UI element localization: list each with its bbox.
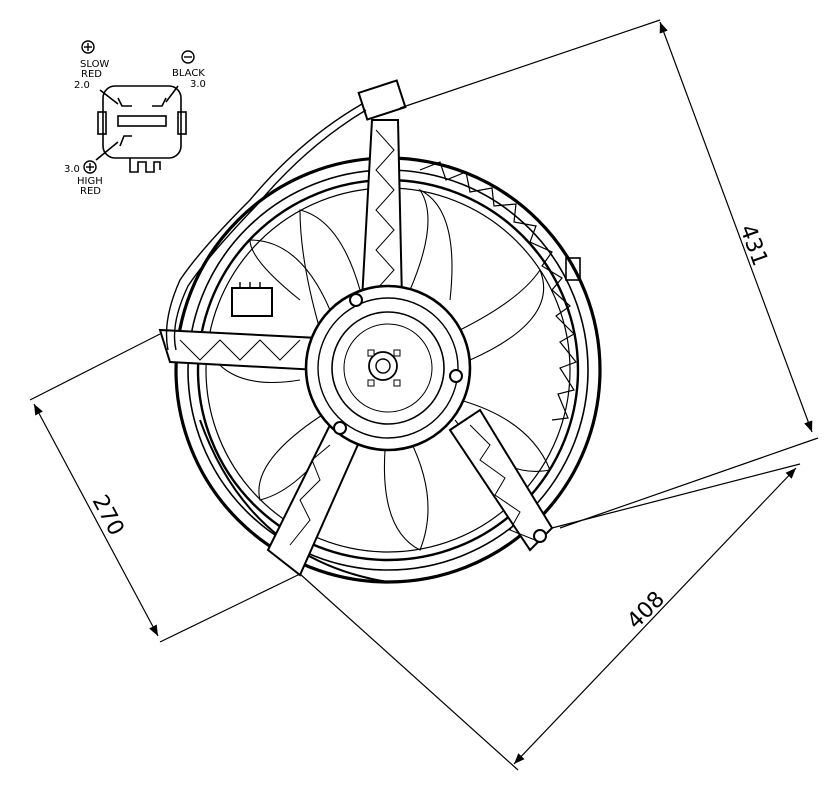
resistor-block bbox=[231, 287, 273, 317]
black-gauge-label: 3.0 bbox=[190, 79, 206, 90]
connector-diagram bbox=[95, 85, 187, 173]
minus-icon bbox=[181, 50, 195, 64]
plus-icon bbox=[83, 160, 97, 174]
strut-lattice bbox=[179, 129, 536, 546]
dimension-lines bbox=[29, 19, 819, 771]
wiring-harness bbox=[165, 79, 407, 351]
dimension-431-label: 431 bbox=[734, 222, 772, 270]
slow-label: SLOW bbox=[80, 59, 109, 70]
fan-blades bbox=[214, 188, 551, 551]
slow-color-label: RED bbox=[81, 69, 102, 80]
high-gauge-label: 3.0 bbox=[64, 164, 80, 175]
dimension-408-line bbox=[513, 467, 797, 765]
connector-latch bbox=[117, 115, 167, 127]
plus-icon bbox=[81, 40, 95, 54]
dimension-431-line bbox=[659, 21, 813, 433]
high-label: HIGH bbox=[77, 176, 103, 187]
motor-hub bbox=[304, 284, 547, 543]
connector-body bbox=[102, 85, 182, 159]
wire-plug bbox=[357, 79, 407, 121]
black-label: BLACK bbox=[172, 68, 205, 79]
high-color-label: RED bbox=[80, 186, 101, 197]
ring-hatching bbox=[419, 161, 577, 421]
dimension-270-line bbox=[33, 403, 159, 637]
dimension-408-label: 408 bbox=[623, 587, 670, 634]
slow-gauge-label: 2.0 bbox=[74, 80, 90, 91]
